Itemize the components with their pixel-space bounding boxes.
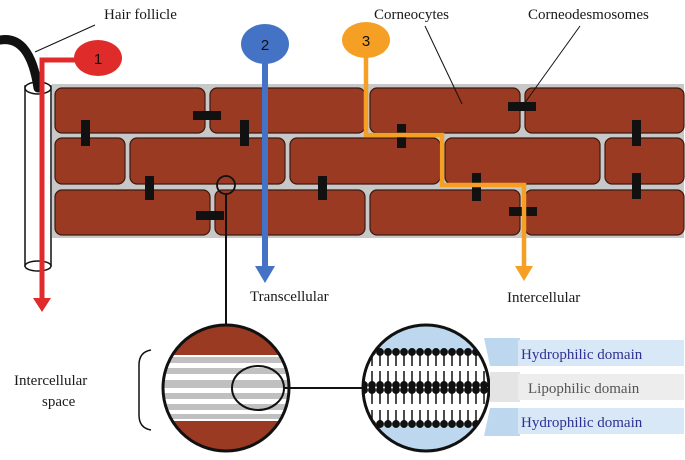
corneodesmosome [145,176,154,200]
corneocyte [369,87,521,134]
corneocytes-pointer [424,25,463,105]
corneocyte [214,189,366,236]
corneodesmosomes-pointer [523,25,581,105]
lipophilic-callout [490,372,520,402]
route-2-number: 2 [261,37,269,54]
corneocyte [129,137,286,185]
intercellular-space-label-line2: space [42,394,76,410]
corneodesmosome [81,120,90,146]
hair-follicle-pointer [34,24,96,53]
intercellular-space-bracket [138,349,152,431]
hair-follicle-label: Hair follicle [104,7,177,23]
corneodesmosome [632,120,641,146]
route-3-intercellular: 3 [342,22,533,281]
transcellular-label: Transcellular [250,289,329,305]
route-1-badge [74,40,122,76]
hydrophilic-domain-top-label: Hydrophilic domain [521,347,643,363]
route-1-number: 1 [94,51,102,68]
hydrophilic-bottom-callout [484,408,520,436]
route-3-number: 3 [362,33,370,50]
corneocyte [524,189,685,236]
route-2-badge [241,24,289,64]
corneocyte [54,87,206,134]
magnified-intercellular-view [163,325,289,451]
phospholipid-head [363,348,368,356]
intercellular-space-label-line1: Intercellular [14,373,87,389]
lipid-bilayer-view [363,325,489,451]
corneocytes-label: Corneocytes [374,7,449,23]
intercellular-label: Intercellular [507,290,580,306]
corneodesmosome [240,120,249,146]
route-1-follicular: 1 [33,40,122,312]
corneocytes-layer [54,87,685,236]
route-2-transcellular: 2 [241,24,289,283]
route-3-badge [342,22,390,58]
corneocyte [289,137,441,185]
corneodesmosome [196,211,224,220]
corneocyte [369,189,521,236]
corneocyte [604,137,685,185]
corneocyte [54,189,211,236]
corneodesmosome [193,111,221,120]
phospholipid-head [363,420,368,428]
corneodesmosome [508,102,536,111]
corneocyte [444,137,601,185]
corneocyte [209,87,366,134]
corneocyte [524,87,685,134]
corneodesmosomes-label: Corneodesmosomes [528,7,649,23]
phospholipid-head [480,348,488,356]
lipophilic-domain-label: Lipophilic domain [528,381,640,397]
hydrophilic-top-callout [484,338,520,366]
hydrophilic-domain-bottom-label: Hydrophilic domain [521,415,643,431]
corneodesmosome [632,173,641,199]
corneodesmosome [318,176,327,200]
